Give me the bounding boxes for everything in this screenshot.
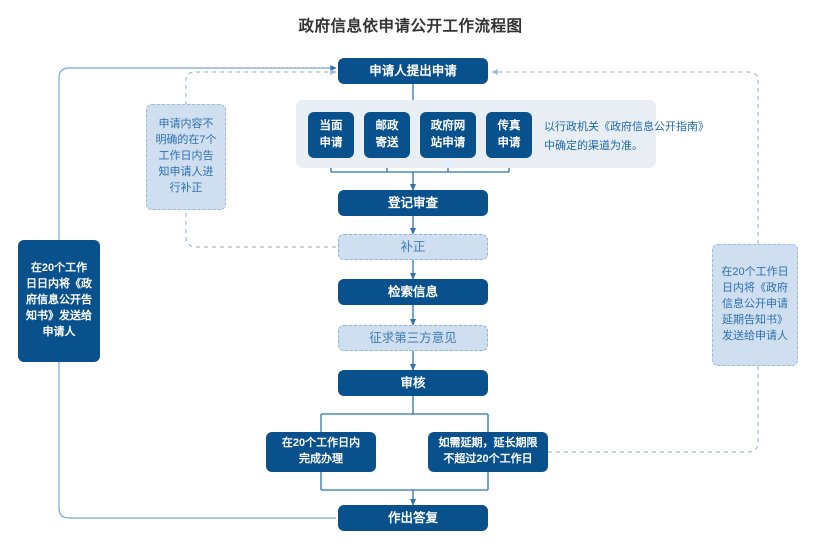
page-title: 政府信息依申请公开工作流程图 [298, 18, 523, 35]
node-label: 作出答复 [387, 510, 438, 525]
note-disclosure-notification[interactable]: 在20个工作日日内将《政府信息公开告知书》发送给申请人 [18, 240, 100, 362]
node-make-reply[interactable]: 作出答复 [338, 505, 488, 531]
node-label: 邮政 寄送 [375, 120, 399, 149]
node-third-party-opinion[interactable]: 征求第三方意见 [338, 325, 488, 351]
node-label: 在20个工作日内 完成办理 [281, 437, 361, 465]
node-label: 补正 [400, 239, 426, 254]
note-unclear-application[interactable]: 申请内容不明确的在7个工作日内告知申请人进行补正 [146, 104, 226, 210]
channel-note-text: 以行政机关《政府信息公开指南》 中确定的渠道为准。 [544, 121, 709, 152]
node-extension[interactable]: 如需延期，延长期限 不超过20个工作日 [428, 432, 548, 472]
node-finish-within-20-days[interactable]: 在20个工作日内 完成办理 [266, 432, 376, 472]
node-channel-in-person[interactable]: 当面 申请 [308, 112, 354, 158]
node-label: 传真 申请 [497, 120, 521, 149]
node-label: 政府网 站申请 [430, 120, 466, 149]
node-retrieve-information[interactable]: 检索信息 [338, 279, 488, 305]
node-review[interactable]: 审核 [338, 370, 488, 396]
node-channel-postal[interactable]: 邮政 寄送 [364, 112, 410, 158]
note-label: 在20个工作日日内将《政府信息公开告知书》发送给申请人 [26, 262, 92, 338]
node-label: 当面 申请 [319, 120, 343, 149]
node-label: 申请人提出申请 [369, 63, 457, 78]
node-label: 登记审查 [387, 195, 438, 210]
node-supplement[interactable]: 补正 [338, 234, 488, 260]
node-channel-fax[interactable]: 传真 申请 [486, 112, 532, 158]
node-registration-review[interactable]: 登记审查 [338, 190, 488, 216]
note-extension-notification[interactable]: 在20个工作日日内将《政府信息公开申请延期告知书》 发送给申请人 [712, 244, 798, 366]
node-label: 检索信息 [387, 284, 438, 299]
note-label: 申请内容不明确的在7个工作日内告知申请人进行补正 [155, 118, 217, 194]
node-label: 如需延期，延长期限 不超过20个工作日 [438, 437, 538, 465]
node-channel-website[interactable]: 政府网 站申请 [420, 112, 476, 158]
node-applicant-submits[interactable]: 申请人提出申请 [338, 58, 488, 84]
node-label: 征求第三方意见 [369, 330, 457, 345]
note-label: 在20个工作日日内将《政府信息公开申请延期告知书》 发送给申请人 [721, 266, 789, 342]
node-label: 审核 [400, 375, 426, 390]
